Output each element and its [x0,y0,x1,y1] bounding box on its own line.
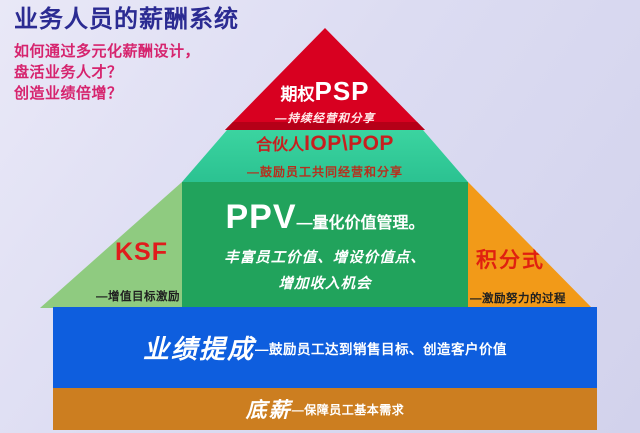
subtitle-block: 如何通过多元化薪酬设计， 盘活业务人才？ 创造业绩倍增？ [14,41,274,104]
subtitle-line-1: 如何通过多元化薪酬设计， [14,42,201,60]
tier-psp-title: 期权PSP [225,76,425,107]
tier-psp-bottom-edge [225,122,425,130]
bar-base-label: 底薪 [245,399,292,422]
tier-psp-desc: —持续经营和分享 [275,113,375,125]
wing-points-triangle: 积分式 —激励努力的过程 [468,182,592,308]
subtitle-line-2: 盘活业务人才？ [14,63,123,81]
tier-iop-title: 合伙人IOP\POP [182,131,468,156]
tier-iop-desc: —鼓励员工共同经营和分享 [246,165,403,179]
subtitle-line-3: 创造业绩倍增？ [14,84,123,102]
tier-ppv-acronym: PPV [225,198,297,236]
bar-commission: 业绩提成 —鼓励员工达到销售目标、创造客户价值 [53,307,597,388]
wing-points-label: 积分式 [476,249,545,272]
tier-ppv-line-2: 增加收入机会 [278,276,372,292]
page-title: 业务人员的薪酬系统 [14,6,239,33]
header: 业务人员的薪酬系统 如何通过多元化薪酬设计， 盘活业务人才？ 创造业绩倍增？ [14,6,274,104]
tier-iop-prefix: 合伙人 [256,137,305,154]
bar-commission-label: 业绩提成 [142,334,255,364]
tier-iop-acronym: IOP\POP [304,132,394,155]
wing-ksf-label: KSF [115,238,168,266]
tier-ppv-suffix: —量化价值管理。 [296,215,425,232]
tier-ppv-line-1: 丰富员工价值、增设价值点、 [224,250,426,266]
tier-ppv-title: PPV—量化价值管理。 [182,198,468,237]
bar-base-salary: 底薪 —保障员工基本需求 [53,388,597,430]
tier-ppv-rect: PPV—量化价值管理。 丰富员工价值、增设价值点、 增加收入机会 [182,182,468,308]
wing-ksf-desc: —增值目标激励 [96,291,180,303]
tier-psp-acronym: PSP [314,76,370,106]
bar-commission-desc: —鼓励员工达到销售目标、创造客户价值 [255,341,507,357]
tier-iop-trapezoid: 合伙人IOP\POP —鼓励员工共同经营和分享 [182,130,468,182]
wing-ksf-triangle: KSF —增值目标激励 [40,182,182,308]
wing-points-desc: —激励努力的过程 [470,293,566,305]
bar-base-desc: —保障员工基本需求 [291,402,405,417]
tier-psp-prefix: 期权 [280,85,315,104]
